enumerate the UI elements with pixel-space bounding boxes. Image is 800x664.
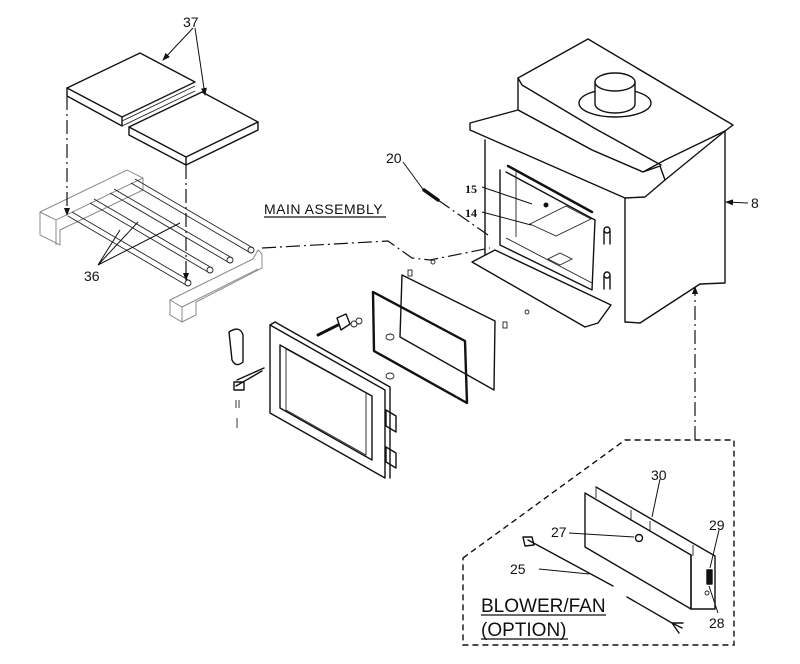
blower-title-line2: (OPTION) — [481, 620, 567, 641]
callout-28: 28 — [709, 615, 725, 631]
callout-25: 25 — [510, 561, 526, 577]
firebrick-panels — [66, 52, 259, 166]
callout-36: 36 — [84, 268, 100, 284]
main-assembly-title: MAIN ASSEMBLY — [264, 201, 383, 217]
blower-title-line1: BLOWER/FAN — [481, 596, 606, 617]
callout-37: 37 — [183, 14, 199, 30]
grate-assembly — [39, 169, 263, 323]
callout-29: 29 — [709, 517, 725, 533]
callout-14: 14 — [465, 206, 477, 220]
callout-30: 30 — [651, 467, 667, 483]
glass-and-gasket — [371, 259, 530, 405]
callout-27: 27 — [551, 524, 567, 540]
door-assembly — [228, 313, 397, 479]
callout-8: 8 — [751, 195, 759, 211]
callout-20: 20 — [386, 150, 402, 166]
blower-housing — [522, 486, 716, 634]
stove-body — [469, 38, 734, 328]
callout-15: 15 — [465, 182, 477, 196]
